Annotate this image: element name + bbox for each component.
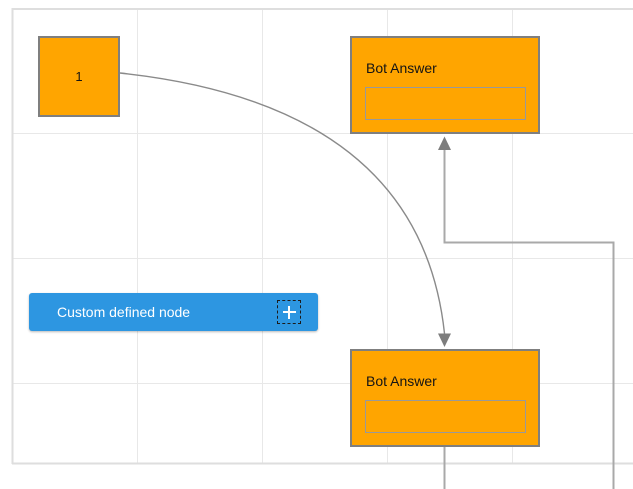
bot-answer-input[interactable]	[365, 87, 526, 120]
arrowhead-down	[438, 333, 451, 347]
link-orthogonal[interactable]	[443, 150, 615, 489]
link-curve[interactable]	[119, 72, 446, 334]
node-bot-answer-2[interactable]: Bot Answer	[350, 349, 540, 447]
custom-defined-node-button[interactable]: Custom defined node	[29, 293, 318, 331]
node-bot-answer-1[interactable]: Bot Answer	[350, 36, 540, 134]
link-into-bot1[interactable]	[438, 136, 615, 489]
artboard-border	[11, 8, 633, 465]
plus-icon[interactable]	[277, 300, 301, 324]
node-start-label: 1	[75, 69, 83, 84]
node-title: Bot Answer	[366, 373, 437, 389]
custom-node-label: Custom defined node	[57, 304, 191, 320]
node-start[interactable]: 1	[38, 36, 120, 117]
arrowhead-up	[438, 136, 451, 150]
plus-glyph	[282, 305, 296, 319]
node-title: Bot Answer	[366, 60, 437, 76]
bot-answer-input[interactable]	[365, 400, 526, 433]
link-start-to-bot2[interactable]	[119, 72, 451, 347]
